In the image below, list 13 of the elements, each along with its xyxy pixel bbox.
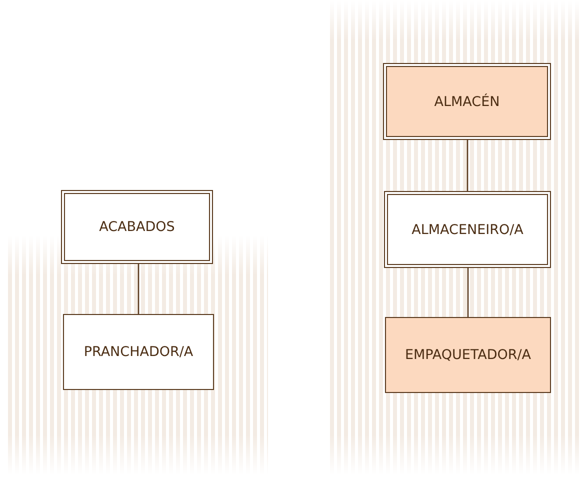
box-label: ALMACENEIRO/A xyxy=(410,222,524,238)
connector-line xyxy=(466,140,468,191)
box-label: ACABADOS xyxy=(98,219,176,235)
box-label: ALMACÉN xyxy=(433,94,501,110)
box-label: PRANCHADOR/A xyxy=(82,344,194,360)
org-box xyxy=(63,314,214,390)
connector-line xyxy=(138,264,140,314)
org-box xyxy=(383,63,551,140)
org-box xyxy=(385,317,551,393)
org-box xyxy=(384,191,551,268)
org-box xyxy=(61,190,213,264)
box-label: EMPAQUETADOR/A xyxy=(404,347,532,363)
connector-line xyxy=(467,268,469,317)
